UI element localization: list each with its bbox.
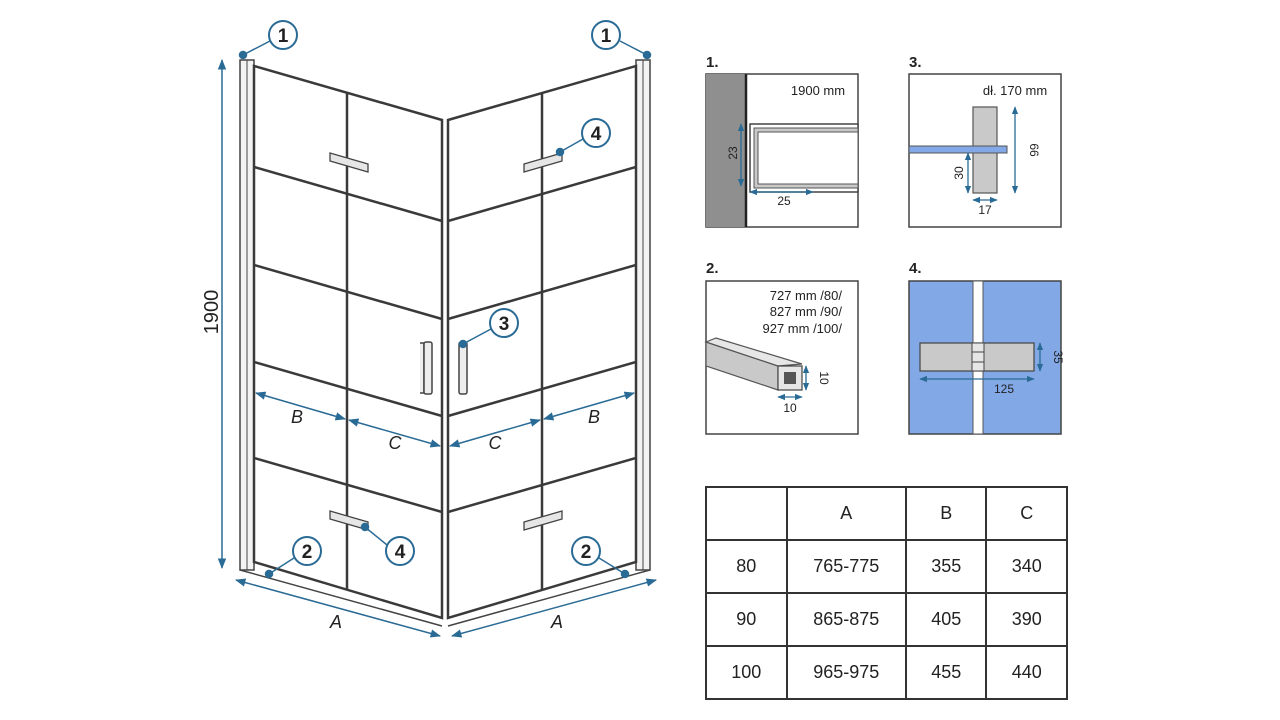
detail-2-panel: 2. 727 mm /80/ 827 mm /90/ 927 mm /100/ … bbox=[704, 260, 859, 435]
svg-text:1: 1 bbox=[601, 26, 612, 47]
svg-text:1: 1 bbox=[278, 26, 289, 47]
shower-cabin-drawing: 1900 A A B C C B 1 1 2 2 bbox=[201, 20, 658, 638]
dim-label-c-right: C bbox=[489, 433, 503, 453]
svg-text:1900 mm: 1900 mm bbox=[791, 83, 845, 98]
table-cell: 455 bbox=[904, 645, 988, 700]
svg-text:4.: 4. bbox=[909, 260, 922, 277]
table-cell: 390 bbox=[985, 592, 1068, 647]
svg-text:927 mm /100/: 927 mm /100/ bbox=[763, 321, 843, 336]
svg-text:dł. 170 mm: dł. 170 mm bbox=[983, 83, 1047, 98]
wall-profile-left bbox=[239, 59, 255, 571]
detail-3-panel: 3. dł. 170 mm 66 30 17 bbox=[908, 54, 1062, 228]
detail-panels: 1. 1900 mm 23 25 3. dł. 170 mm 66 30 17 … bbox=[704, 54, 1065, 435]
table-cell: 340 bbox=[985, 539, 1068, 594]
svg-text:3: 3 bbox=[499, 314, 510, 335]
dim-label-c-left: C bbox=[389, 433, 403, 453]
door-handle-bars bbox=[329, 152, 563, 531]
dimension-table: A B C 80 765-775 355 340 90 865-875 405 … bbox=[705, 486, 1068, 700]
width-dimension-lines bbox=[234, 578, 658, 638]
wall-profile-right bbox=[635, 59, 651, 571]
table-cell: 965-975 bbox=[785, 645, 907, 700]
table-header-cell: A bbox=[785, 486, 907, 541]
detail-4-panel: 4. 35 125 bbox=[908, 260, 1065, 435]
svg-text:1.: 1. bbox=[706, 54, 719, 71]
center-handles bbox=[420, 341, 468, 395]
left-panel bbox=[252, 64, 444, 620]
svg-text:23: 23 bbox=[726, 146, 740, 160]
callout-1-right: 1 bbox=[591, 20, 621, 50]
svg-text:125: 125 bbox=[994, 382, 1014, 396]
table-header-cell: C bbox=[985, 486, 1068, 541]
table-cell: 355 bbox=[904, 539, 988, 594]
table-header-cell bbox=[705, 486, 788, 541]
svg-text:827 mm /90/: 827 mm /90/ bbox=[770, 304, 843, 319]
table-cell: 440 bbox=[985, 645, 1068, 700]
table-cell: 865-875 bbox=[785, 592, 907, 647]
svg-text:3.: 3. bbox=[909, 54, 922, 71]
svg-text:2: 2 bbox=[302, 542, 313, 563]
table-cell: 80 bbox=[705, 539, 788, 594]
svg-text:4: 4 bbox=[591, 124, 602, 145]
svg-text:10: 10 bbox=[783, 401, 797, 415]
table-cell: 765-775 bbox=[785, 539, 907, 594]
dim-label-a-right: A bbox=[550, 612, 563, 632]
dim-label-b-right: B bbox=[588, 407, 600, 427]
svg-text:4: 4 bbox=[395, 542, 406, 563]
height-label: 1900 bbox=[201, 290, 223, 335]
table-row: 90 865-875 405 390 bbox=[705, 592, 1068, 647]
svg-text:2: 2 bbox=[581, 542, 592, 563]
svg-text:10: 10 bbox=[817, 371, 831, 385]
svg-text:17: 17 bbox=[978, 203, 992, 217]
dim-label-b-left: B bbox=[291, 407, 303, 427]
callout-leaders bbox=[238, 40, 652, 579]
door-width-dimension-lines bbox=[254, 391, 636, 448]
svg-text:30: 30 bbox=[952, 166, 966, 180]
table-header-row: A B C bbox=[705, 486, 1068, 541]
svg-text:25: 25 bbox=[777, 194, 791, 208]
dim-label-a-left: A bbox=[329, 612, 342, 632]
table-cell: 100 bbox=[705, 645, 788, 700]
callout-4-top: 4 bbox=[581, 118, 611, 148]
callout-3: 3 bbox=[489, 308, 519, 338]
callout-1-left: 1 bbox=[268, 20, 298, 50]
callout-2-left: 2 bbox=[292, 536, 322, 566]
svg-text:66: 66 bbox=[1027, 143, 1041, 157]
table-cell: 405 bbox=[904, 592, 988, 647]
table-cell: 90 bbox=[705, 592, 788, 647]
table-row: 100 965-975 455 440 bbox=[705, 645, 1068, 700]
detail-1-panel: 1. 1900 mm 23 25 bbox=[705, 54, 859, 228]
right-panel bbox=[446, 64, 638, 620]
svg-text:2.: 2. bbox=[706, 260, 719, 277]
svg-text:35: 35 bbox=[1051, 350, 1065, 364]
table-row: 80 765-775 355 340 bbox=[705, 539, 1068, 594]
table-header-cell: B bbox=[904, 486, 988, 541]
callout-2-right: 2 bbox=[571, 536, 601, 566]
svg-text:727 mm /80/: 727 mm /80/ bbox=[770, 288, 843, 303]
callout-4-bottom: 4 bbox=[385, 536, 415, 566]
